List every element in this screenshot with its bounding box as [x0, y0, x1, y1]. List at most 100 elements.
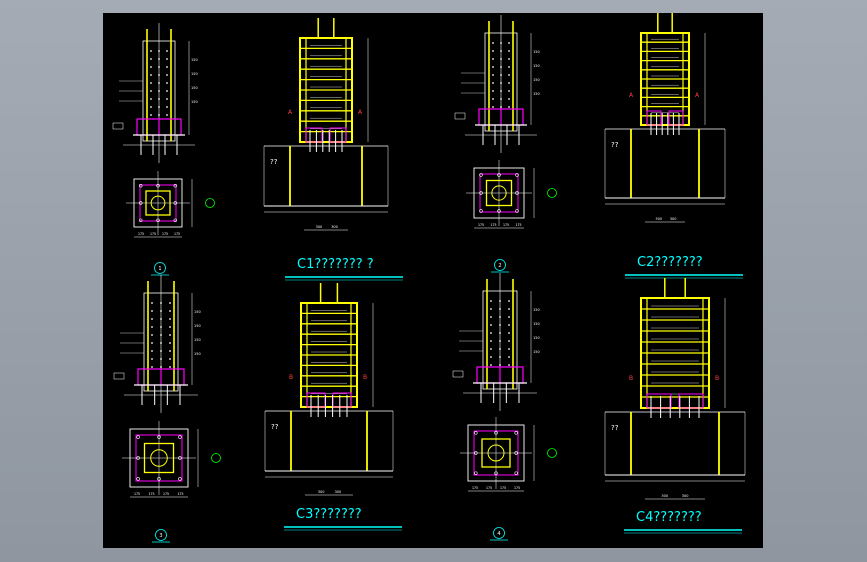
bolt-dot: [158, 90, 160, 92]
plan-bolt: [474, 451, 478, 455]
bolt-dot: [492, 42, 494, 44]
plan-dim-text: 175: [503, 223, 509, 227]
bolt-dot: [169, 302, 171, 304]
bolt-dot: [508, 348, 510, 350]
ground-label: ??: [270, 158, 278, 166]
bolt-dot: [151, 350, 153, 352]
callout-circle: [547, 188, 557, 198]
bolt-dot: [490, 356, 492, 358]
callout-circle: [205, 198, 215, 208]
bolt-dot: [169, 318, 171, 320]
bolt-dot: [151, 366, 153, 368]
bolt-dot: [490, 308, 492, 310]
bolt-dot: [169, 342, 171, 344]
bolt-dot: [166, 98, 168, 100]
section-mark-right: B: [363, 374, 367, 381]
bolt-dot: [150, 82, 152, 84]
bolt-dot: [490, 324, 492, 326]
section-dim-text: 300: [682, 494, 689, 498]
bolt-dot: [169, 350, 171, 352]
plan-dim-text: 175: [138, 232, 144, 236]
plan-bolt: [139, 184, 143, 188]
bolt-dot: [490, 332, 492, 334]
plan-bolt: [479, 209, 483, 213]
plan-dim-text: 175: [472, 486, 478, 490]
plan-bolt: [173, 218, 177, 222]
bolt-dot: [508, 106, 510, 108]
plan-dim-text: 175: [134, 492, 140, 496]
bolt-dot: [500, 58, 502, 60]
bolt-dot: [508, 356, 510, 358]
detail-marker-circle: [155, 529, 167, 541]
ground-label: ??: [271, 423, 279, 431]
bolt-dot: [158, 106, 160, 108]
bolt-dot: [151, 342, 153, 344]
bolt-dot: [490, 348, 492, 350]
bolt-dot: [150, 98, 152, 100]
plan-bolt: [474, 431, 478, 435]
section-mark-left: B: [289, 374, 293, 381]
plan-bolt: [157, 477, 161, 481]
section-dim-text: 300: [655, 217, 662, 221]
bolt-dot: [508, 90, 510, 92]
bolt-dot: [492, 66, 494, 68]
bolt-dot: [151, 326, 153, 328]
plan-bolt: [136, 435, 140, 439]
dim-text: 150: [194, 324, 201, 328]
bolt-dot: [508, 74, 510, 76]
plan-bolt: [515, 209, 519, 213]
callout-box: [112, 122, 124, 130]
bolt-dot: [150, 66, 152, 68]
bolt-dot: [492, 98, 494, 100]
bolt-dot: [160, 334, 162, 336]
bolt-dot: [158, 50, 160, 52]
plan-dim-text: 175: [174, 232, 180, 236]
plan-dim-text: 175: [491, 223, 497, 227]
detail-marker-text: 4: [497, 531, 500, 537]
bolt-dot: [500, 50, 502, 52]
bolt-dot: [158, 58, 160, 60]
bolt-dot: [508, 58, 510, 60]
dim-text: 150: [194, 310, 201, 314]
section-dim-text: 300: [661, 494, 668, 498]
section-dim-text: 300: [335, 490, 342, 494]
view-title-c1: C1??????? ?: [297, 257, 374, 272]
callout-box: [452, 370, 464, 378]
bolt-dot: [150, 90, 152, 92]
plan-dim-text: 175: [516, 223, 522, 227]
bolt-dot: [158, 82, 160, 84]
bolt-dot: [508, 332, 510, 334]
detail-marker-circle: [154, 262, 166, 274]
bolt-dot: [508, 300, 510, 302]
plan-dim-text: 175: [486, 486, 492, 490]
plan-bolt: [136, 456, 140, 460]
section-mark-right: A: [358, 109, 363, 116]
plan-bolt: [514, 471, 518, 475]
bolt-dot: [490, 340, 492, 342]
bolt-dot: [499, 340, 501, 342]
plan-dim-text: 175: [178, 492, 184, 496]
bolt-dot: [500, 66, 502, 68]
callout-box: [113, 372, 125, 380]
section-mark-right: B: [715, 375, 719, 382]
bolt-dot: [150, 74, 152, 76]
bolt-dot: [492, 82, 494, 84]
plan-bolt: [497, 173, 501, 177]
plan-bolt: [479, 173, 483, 177]
bolt-dot: [499, 308, 501, 310]
bolt-dot: [166, 74, 168, 76]
bolt-dot: [492, 106, 494, 108]
dim-text: 150: [533, 64, 540, 68]
bolt-dot: [151, 334, 153, 336]
detail-marker-circle: [493, 527, 505, 539]
dim-text: 150: [191, 72, 198, 76]
bolt-dot: [158, 74, 160, 76]
plan-bolt: [136, 477, 140, 481]
bolt-dot: [166, 90, 168, 92]
